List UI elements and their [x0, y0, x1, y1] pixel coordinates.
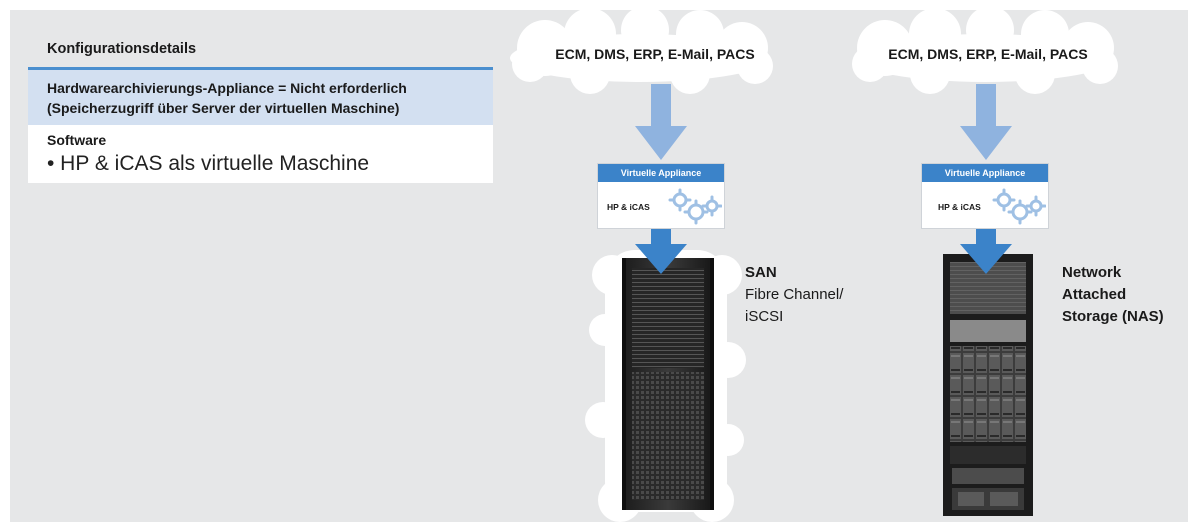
software-item: • HP & iCAS als virtuelle Maschine — [47, 152, 370, 175]
san-line-2: iSCSI — [745, 308, 784, 325]
left-va-title: Virtuelle Appliance — [598, 164, 724, 182]
san-line-1: Fibre Channel/ — [745, 286, 844, 303]
san-title: SAN — [745, 264, 777, 281]
hardware-row: Hardwarearchivierungs-Appliance = Nicht … — [28, 70, 493, 125]
right-gears-icon — [992, 188, 1046, 225]
right-va-label: HP & iCAS — [938, 202, 981, 212]
left-virtual-appliance: Virtuelle Appliance HP & iCAS — [597, 163, 725, 229]
nas-label: Network Attached Storage (NAS) — [1062, 262, 1164, 328]
left-arrow-down — [635, 84, 687, 160]
nas-line-1: Network — [1062, 264, 1122, 281]
nas-line-2: Attached — [1062, 286, 1127, 303]
right-arrow-storage — [960, 228, 1012, 274]
software-row: Software • HP & iCAS als virtuelle Masch… — [28, 125, 493, 183]
right-cloud — [852, 6, 1118, 94]
san-rack — [622, 258, 714, 510]
config-header: Konfigurationsdetails — [28, 30, 493, 70]
left-va-label: HP & iCAS — [607, 202, 650, 212]
nas-rack — [943, 254, 1033, 516]
nas-line-3: Storage (NAS) — [1062, 308, 1164, 325]
right-va-title: Virtuelle Appliance — [922, 164, 1048, 182]
san-label: SAN Fibre Channel/ iSCSI — [745, 262, 843, 328]
right-virtual-appliance: Virtuelle Appliance HP & iCAS — [921, 163, 1049, 229]
left-cloud — [510, 6, 773, 94]
config-panel: Konfigurationsdetails Hardwarearchivieru… — [28, 30, 493, 183]
left-arrow-storage — [635, 228, 687, 274]
left-cloud-label: ECM, DMS, ERP, E-Mail, PACS — [555, 46, 755, 62]
left-gears-icon — [668, 188, 722, 225]
right-arrow-down — [960, 84, 1012, 160]
right-cloud-label: ECM, DMS, ERP, E-Mail, PACS — [888, 46, 1088, 62]
software-title: Software — [47, 132, 107, 148]
